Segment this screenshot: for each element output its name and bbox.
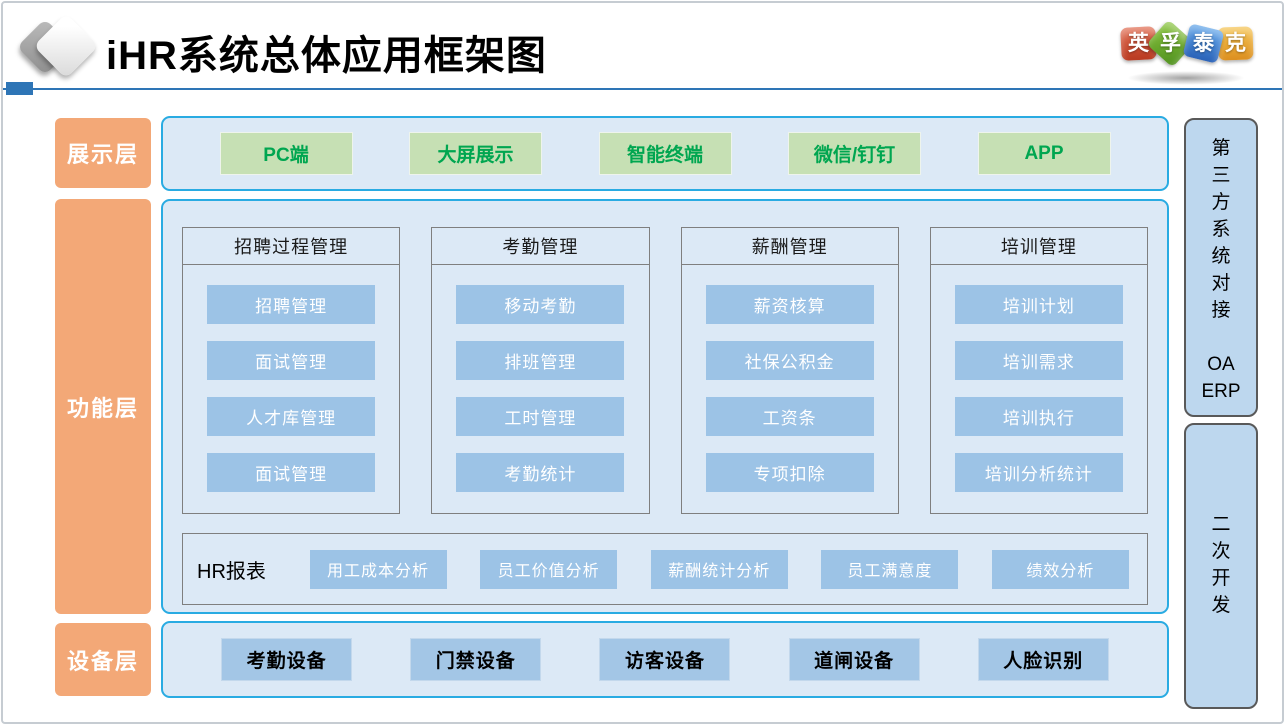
hr-report-label: HR报表 xyxy=(197,560,266,583)
layer-label-display: 展示层 xyxy=(55,118,151,188)
layer-label-device: 设备层 xyxy=(55,623,151,696)
display-item-terminal: 智能终端 xyxy=(598,132,732,175)
display-item-pc: PC端 xyxy=(219,132,353,175)
device-item-attendance: 考勤设备 xyxy=(221,638,353,681)
module-columns: 招聘过程管理 招聘管理 面试管理 人才库管理 面试管理 考勤管理 移动考勤 排班… xyxy=(182,227,1148,514)
module-body: 薪资核算 社保公积金 工资条 专项扣除 xyxy=(680,264,899,514)
device-item-face: 人脸识别 xyxy=(977,638,1109,681)
brand-tile-blue: 泰 xyxy=(1182,23,1225,64)
diamond-logo-icon xyxy=(15,13,101,83)
module-item: 培训需求 xyxy=(954,341,1123,380)
module-attendance: 考勤管理 移动考勤 排班管理 工时管理 考勤统计 xyxy=(431,227,650,514)
brand-logo: 英 孚 泰 克 xyxy=(1120,19,1261,85)
device-item-visitor: 访客设备 xyxy=(599,638,731,681)
layer-label-function: 功能层 xyxy=(55,199,151,614)
hr-report-item: 用工成本分析 xyxy=(309,549,447,589)
hr-report-item: 绩效分析 xyxy=(991,549,1129,589)
module-item: 面试管理 xyxy=(207,453,376,492)
hr-report-item: 薪酬统计分析 xyxy=(650,549,788,589)
module-body: 培训计划 培训需求 培训执行 培训分析统计 xyxy=(929,264,1148,514)
module-body: 移动考勤 排班管理 工时管理 考勤统计 xyxy=(431,264,650,514)
module-item: 考勤统计 xyxy=(456,453,625,492)
module-title: 薪酬管理 xyxy=(680,227,899,265)
module-training: 培训管理 培训计划 培训需求 培训执行 培训分析统计 xyxy=(929,227,1148,514)
display-layer-panel: PC端 大屏展示 智能终端 微信/钉钉 APP xyxy=(161,116,1169,191)
third-party-integration-box: 第 三 方 系 统 对 接 OA ERP xyxy=(1184,118,1258,417)
function-layer-panel: 招聘过程管理 招聘管理 面试管理 人才库管理 面试管理 考勤管理 移动考勤 排班… xyxy=(161,199,1169,614)
module-item: 培训分析统计 xyxy=(954,453,1123,492)
brand-char: 克 xyxy=(1225,32,1247,55)
module-item: 排班管理 xyxy=(456,341,625,380)
module-item: 面试管理 xyxy=(207,341,376,380)
module-title: 招聘过程管理 xyxy=(182,227,401,265)
brand-char: 泰 xyxy=(1192,32,1214,55)
module-item: 培训计划 xyxy=(954,285,1123,324)
brand-tile-yellow: 克 xyxy=(1217,26,1254,61)
module-item: 工资条 xyxy=(705,397,874,436)
page-title: iHR系统总体应用框架图 xyxy=(106,34,547,78)
hr-report-item: 员工满意度 xyxy=(821,549,959,589)
module-title: 培训管理 xyxy=(929,227,1148,265)
module-item: 薪资核算 xyxy=(705,285,874,324)
title-divider xyxy=(3,82,1282,95)
hr-report-bar: HR报表 用工成本分析 员工价值分析 薪酬统计分析 员工满意度 绩效分析 xyxy=(182,533,1148,605)
module-body: 招聘管理 面试管理 人才库管理 面试管理 xyxy=(182,264,401,514)
module-item: 人才库管理 xyxy=(207,397,376,436)
brand-char: 孚 xyxy=(1160,32,1182,55)
module-title: 考勤管理 xyxy=(431,227,650,265)
module-item: 社保公积金 xyxy=(705,341,874,380)
display-item-app: APP xyxy=(977,132,1111,175)
module-item: 专项扣除 xyxy=(705,453,874,492)
module-item: 招聘管理 xyxy=(207,285,376,324)
device-item-access: 门禁设备 xyxy=(410,638,542,681)
hr-report-item: 员工价值分析 xyxy=(480,549,618,589)
display-item-wechat: 微信/钉钉 xyxy=(788,132,921,175)
module-recruitment: 招聘过程管理 招聘管理 面试管理 人才库管理 面试管理 xyxy=(182,227,401,514)
brand-logo-shadow xyxy=(1127,71,1245,85)
device-item-gate: 道闸设备 xyxy=(788,638,920,681)
module-item: 移动考勤 xyxy=(456,285,625,324)
module-salary: 薪酬管理 薪资核算 社保公积金 工资条 专项扣除 xyxy=(680,227,899,514)
module-item: 培训执行 xyxy=(954,397,1123,436)
device-layer-panel: 考勤设备 门禁设备 访客设备 道闸设备 人脸识别 xyxy=(161,621,1169,698)
secondary-development-box: 二 次 开 发 xyxy=(1184,423,1258,709)
display-item-bigscreen: 大屏展示 xyxy=(409,132,542,175)
title-divider-tab xyxy=(6,82,33,95)
module-item: 工时管理 xyxy=(456,397,625,436)
